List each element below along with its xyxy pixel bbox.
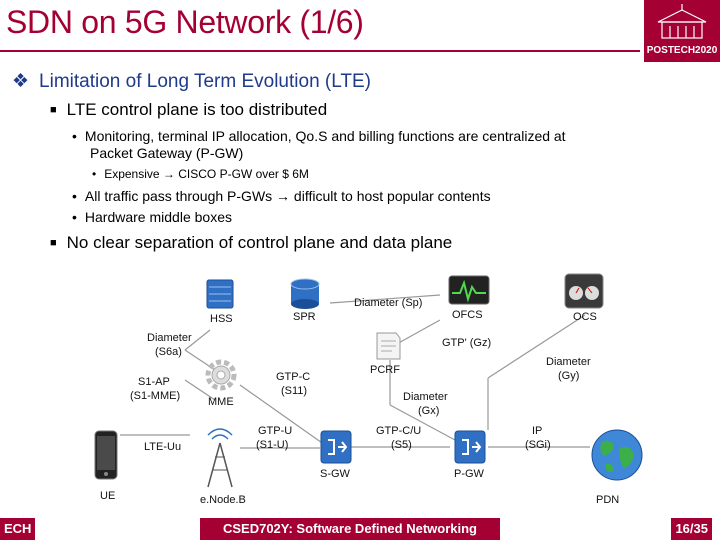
pdn-node: [590, 428, 644, 487]
pdn-label: PDN: [596, 494, 620, 506]
ue-label: UE: [100, 490, 116, 502]
link-gy: [487, 314, 586, 379]
square-bullet-icon: ■: [50, 104, 57, 116]
gtpu-label-1: GTP-U: [258, 425, 293, 437]
bullet-level1: ❖ Limitation of Long Term Evolution (LTE): [12, 70, 371, 93]
bullet-level3-c: • Hardware middle boxes: [72, 209, 232, 225]
router-icon: [454, 430, 486, 464]
spr-label: SPR: [293, 311, 316, 323]
enodeb-node: [200, 425, 240, 495]
sgw-node: [320, 430, 352, 469]
hss-label: HSS: [210, 313, 233, 325]
slide-title: SDN on 5G Network (1/6): [6, 4, 364, 40]
router-icon: [320, 430, 352, 464]
gear-icon: [205, 359, 237, 391]
bullet-level2-b: ■ No clear separation of control plane an…: [50, 233, 452, 253]
diameter-sp-label: Diameter (Sp): [354, 297, 423, 309]
sgw-label: S-GW: [320, 468, 350, 480]
square-bullet-icon: ■: [50, 237, 57, 249]
gtpc-s11-label-2: (S11): [281, 385, 308, 397]
ocs-label: OCS: [573, 311, 597, 323]
gtpcu-label-1: GTP-C/U: [376, 425, 422, 437]
enodeb-label: e.Node.B: [200, 494, 246, 506]
pcrf-label: PCRF: [370, 364, 400, 376]
diameter-s6a-label-1: Diameter: [147, 332, 192, 344]
bullet-text: Limitation of Long Term Evolution (LTE): [39, 71, 371, 92]
ip-sgi-label-1: IP: [532, 425, 543, 437]
globe-icon: [591, 429, 643, 481]
dot-bullet-icon: •: [92, 167, 97, 181]
link-s11: [239, 384, 326, 446]
pcrf-node: [372, 330, 404, 367]
mme-node: [204, 358, 238, 397]
bullet-text: All traffic pass through P-GWs → difficu…: [84, 188, 491, 204]
hss-node: [205, 278, 235, 315]
bullet-level2-a: ■ LTE control plane is too distributed: [50, 100, 327, 120]
s1ap-label-1: S1-AP: [138, 376, 170, 388]
building-logo-icon: [657, 4, 707, 39]
bullet-level4-a: • Expensive → CISCO P-GW over $ 6M: [92, 167, 309, 181]
server-rack-icon: [206, 279, 234, 309]
bullet-text: No clear separation of control plane and…: [66, 233, 453, 252]
diameter-gx-label-1: Diameter: [403, 391, 448, 403]
footer-left-text: ECH: [0, 518, 36, 540]
smartphone-icon: [94, 430, 118, 480]
bullet-level3-a-cont: Packet Gateway (P-GW): [90, 145, 243, 161]
ue-node: [94, 430, 118, 485]
s1ap-label-2: (S1-MME): [130, 390, 181, 402]
pgw-label: P-GW: [454, 468, 484, 480]
gtp-gz-label: GTP' (Gz): [442, 337, 492, 349]
ip-sgi-label-2: (SGi): [525, 439, 551, 451]
spr-node: [288, 278, 322, 315]
ofcs-label: OFCS: [452, 309, 483, 321]
bullet-text: LTE control plane is too distributed: [66, 100, 328, 119]
dot-bullet-icon: •: [72, 209, 77, 225]
link-sp: [329, 294, 441, 304]
dot-bullet-icon: •: [72, 128, 77, 144]
monitor-waveform-icon: [448, 275, 490, 305]
diameter-gy-label-2: (Gy): [558, 370, 580, 382]
diameter-s6a-label-2: (S6a): [155, 346, 182, 358]
postech-logo: POSTECH2020: [644, 0, 720, 62]
diameter-gy-label-1: Diameter: [546, 356, 591, 368]
page-number: 16/35: [671, 518, 712, 540]
gtpc-s11-label-1: GTP-C: [276, 371, 311, 383]
bullet-text: Packet Gateway (P-GW): [90, 145, 244, 161]
lte-uu-label: LTE-Uu: [144, 441, 182, 453]
bullet-text: Monitoring, terminal IP allocation, Qo.S…: [84, 128, 566, 144]
footer-course-title: CSED702Y: Software Defined Networking: [200, 518, 500, 540]
gauge-dashboard-icon: [564, 273, 604, 309]
bullet-level3-b: • All traffic pass through P-GWs → diffic…: [72, 188, 491, 204]
mme-label: MME: [208, 396, 234, 408]
title-rule: [0, 50, 640, 52]
bullet-text: Expensive → CISCO P-GW over $ 6M: [104, 167, 309, 181]
link-s1ap: [184, 379, 216, 401]
document-scroll-icon: [376, 332, 401, 360]
diameter-gx-label-2: (Gx): [418, 405, 440, 417]
logo-text: POSTECH2020: [646, 45, 718, 56]
pgw-node: [454, 430, 486, 469]
ocs-node: [564, 273, 604, 314]
ofcs-node: [448, 275, 490, 310]
slide-header: SDN on 5G Network (1/6): [0, 0, 720, 55]
dot-bullet-icon: •: [72, 188, 77, 204]
gtpu-label-2: (S1-U): [256, 439, 289, 451]
bullet-level3-a: • Monitoring, terminal IP allocation, Qo.…: [72, 128, 566, 144]
cell-tower-icon: [207, 428, 233, 488]
link-gz: [394, 319, 441, 346]
gtpcu-label-2: (S5): [391, 439, 412, 451]
diamond-bullet-icon: ❖: [12, 71, 30, 92]
database-icon: [290, 278, 320, 309]
bullet-text: Hardware middle boxes: [84, 209, 232, 225]
